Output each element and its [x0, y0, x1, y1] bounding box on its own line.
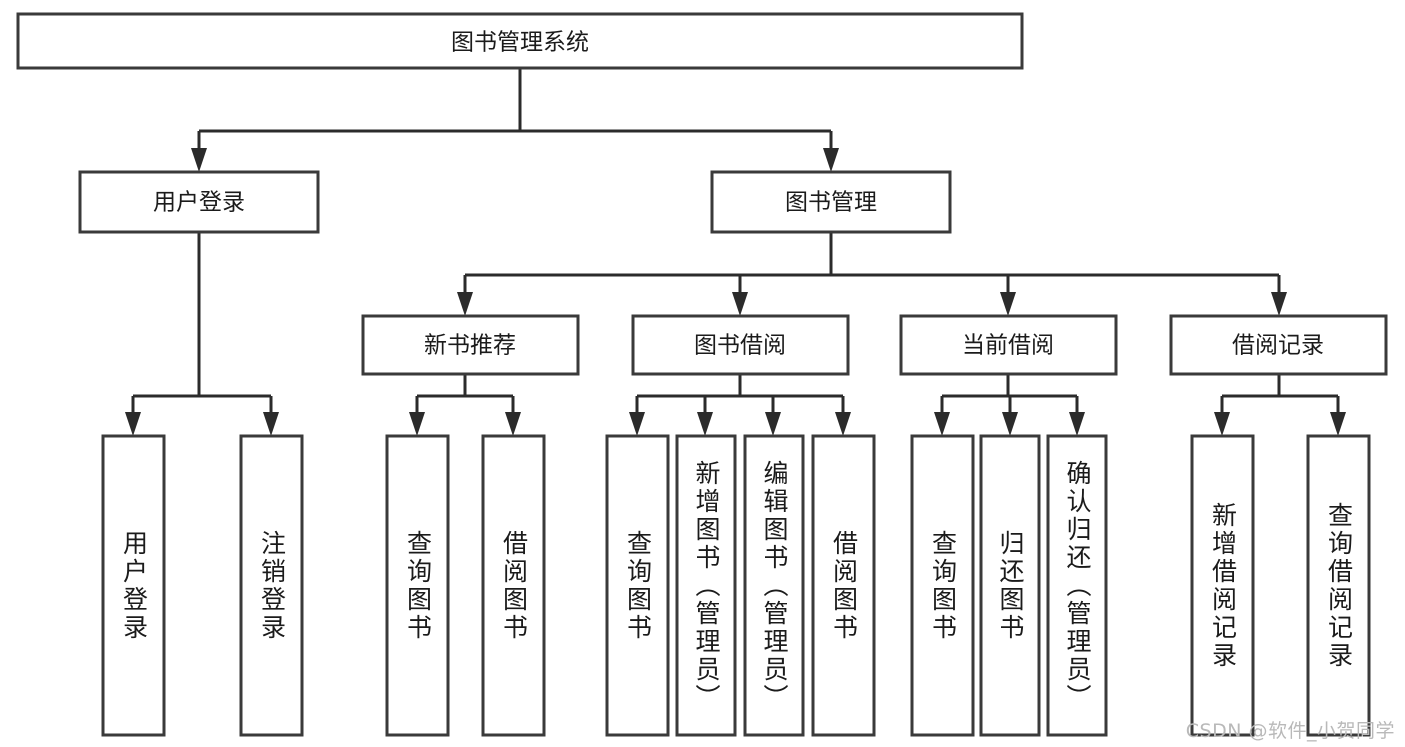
node-book-management[interactable]: 图书管理	[710, 170, 952, 234]
node-user-login[interactable]: 用户登录	[78, 170, 320, 234]
leaf-box[interactable]	[101, 434, 166, 737]
node-root-book-management-system[interactable]: 图书管理系统	[16, 12, 1024, 70]
connector-book-mgmt-to-level3	[457, 232, 1287, 316]
leaf-box[interactable]	[910, 434, 975, 737]
leaf-box[interactable]	[979, 434, 1041, 737]
leaf-box[interactable]	[239, 434, 304, 737]
leaf-box[interactable]	[1306, 434, 1371, 737]
connector-user-login-to-leaves	[125, 232, 279, 436]
leaf-box[interactable]	[385, 434, 450, 737]
connector-book-borrow-to-leaves	[629, 374, 851, 436]
connector-new-book-rec-to-leaves	[409, 374, 521, 436]
connector-borrow-record-to-leaves	[1214, 374, 1346, 436]
node-user-login-label: 用户登录	[153, 190, 245, 216]
node-book-management-label: 图书管理	[785, 190, 877, 216]
leaf-box[interactable]	[481, 434, 546, 737]
leaf-box[interactable]	[1190, 434, 1255, 737]
leaf-box-group	[101, 434, 1371, 737]
node-new-book-recommendation[interactable]: 新书推荐	[361, 314, 580, 376]
node-root-label: 图书管理系统	[451, 30, 589, 56]
csdn-watermark: CSDN @软件_小贺同学	[1185, 720, 1395, 742]
node-borrow-record-label: 借阅记录	[1232, 333, 1324, 359]
node-borrow-record[interactable]: 借阅记录	[1169, 314, 1388, 376]
leaf-box[interactable]	[811, 434, 876, 737]
leaf-box[interactable]	[1046, 434, 1108, 737]
node-current-borrow[interactable]: 当前借阅	[899, 314, 1118, 376]
connector-root-to-level2	[191, 68, 839, 172]
node-book-borrow[interactable]: 图书借阅	[631, 314, 850, 376]
leaf-box[interactable]	[743, 434, 805, 737]
leaf-box[interactable]	[605, 434, 670, 737]
leaf-box[interactable]	[675, 434, 737, 737]
node-book-borrow-label: 图书借阅	[694, 333, 786, 359]
node-new-book-recommendation-label: 新书推荐	[424, 333, 516, 359]
node-current-borrow-label: 当前借阅	[962, 333, 1054, 359]
connector-current-borrow-to-leaves	[934, 374, 1085, 436]
